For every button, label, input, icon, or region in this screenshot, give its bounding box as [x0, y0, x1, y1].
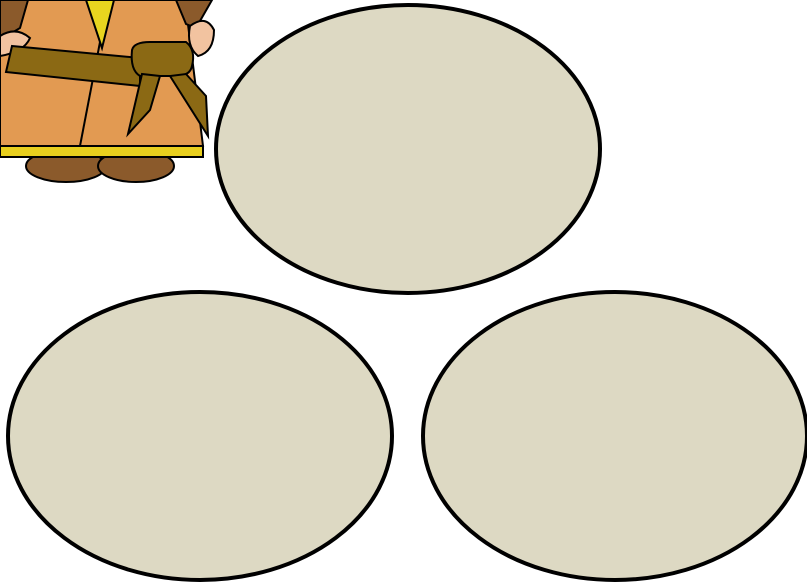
belt-knot: [132, 42, 193, 76]
oval-top[interactable]: [216, 5, 600, 293]
oval-bottom-left[interactable]: [8, 292, 392, 580]
robe-hem-trim: [0, 146, 203, 157]
oval-bottom-right[interactable]: [423, 292, 807, 580]
robed-figure-icon: [0, 0, 214, 182]
